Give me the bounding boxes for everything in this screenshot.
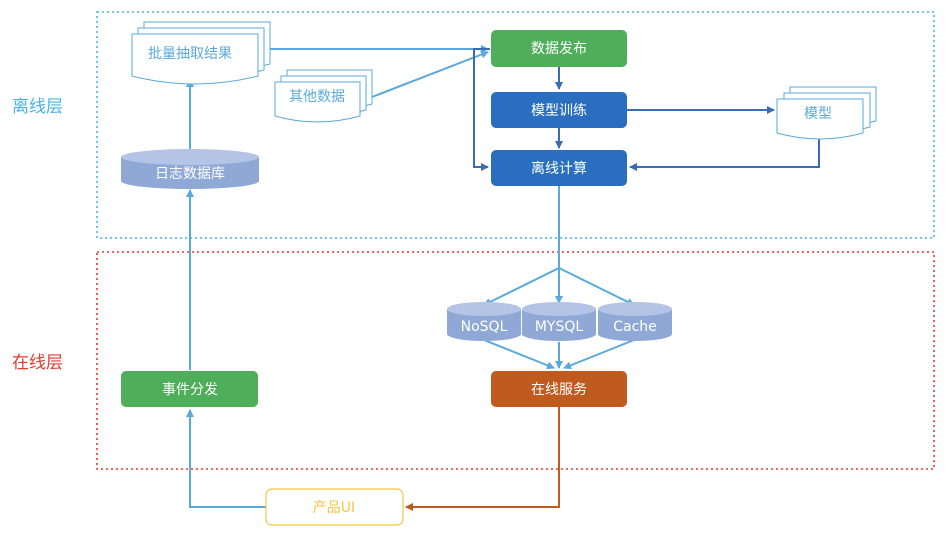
- model-label: 模型: [804, 106, 832, 122]
- nosql-cylinder: NoSQL: [447, 302, 521, 341]
- online-region: [96, 251, 935, 470]
- online-layer-label: 在线层: [12, 353, 63, 373]
- mysql-cylinder: MYSQL: [522, 302, 596, 341]
- product-ui-box: 产品UI: [265, 488, 404, 526]
- online-service-label: 在线服务: [531, 382, 587, 398]
- log-db-cylinder: 日志数据库: [121, 149, 259, 189]
- offline-compute-box: 离线计算: [491, 150, 627, 186]
- offline-compute-label: 离线计算: [531, 160, 587, 177]
- offline-region: [96, 11, 935, 239]
- arrow-cache-to-service: [563, 339, 635, 370]
- event-dispatch-label: 事件分发: [162, 382, 218, 398]
- data-publish-box: 数据发布: [491, 30, 627, 67]
- batch-results-label: 批量抽取结果: [148, 46, 232, 62]
- arrow-to-cache: [558, 267, 635, 306]
- arrow-to-nosql: [483, 267, 560, 306]
- arrow-publish-to-compute: [473, 48, 490, 171]
- nosql-label: NoSQL: [461, 319, 508, 335]
- arrow-model-to-compute: [629, 131, 820, 171]
- arrow-service-to-ui: [405, 407, 560, 511]
- model-training-box: 模型训练: [491, 92, 627, 128]
- cache-label: Cache: [613, 319, 657, 335]
- other-data-doc: 其他数据: [274, 69, 373, 123]
- batch-results-doc: 批量抽取结果: [131, 21, 271, 85]
- model-doc: 模型: [776, 86, 877, 140]
- event-dispatch-box: 事件分发: [121, 371, 258, 407]
- model-training-label: 模型训练: [531, 103, 587, 119]
- arrow-nosql-to-service: [483, 339, 555, 370]
- log-db-label: 日志数据库: [155, 166, 225, 182]
- offline-layer-label: 离线层: [12, 97, 63, 117]
- product-ui-label: 产品UI: [313, 500, 355, 516]
- mysql-label: MYSQL: [535, 319, 584, 335]
- online-service-box: 在线服务: [491, 371, 627, 407]
- cache-cylinder: Cache: [598, 302, 672, 341]
- arrow-other-to-publish: [371, 50, 489, 98]
- data-publish-label: 数据发布: [531, 41, 587, 57]
- arrow-ui-to-dispatch: [186, 409, 266, 508]
- other-data-label: 其他数据: [289, 89, 345, 105]
